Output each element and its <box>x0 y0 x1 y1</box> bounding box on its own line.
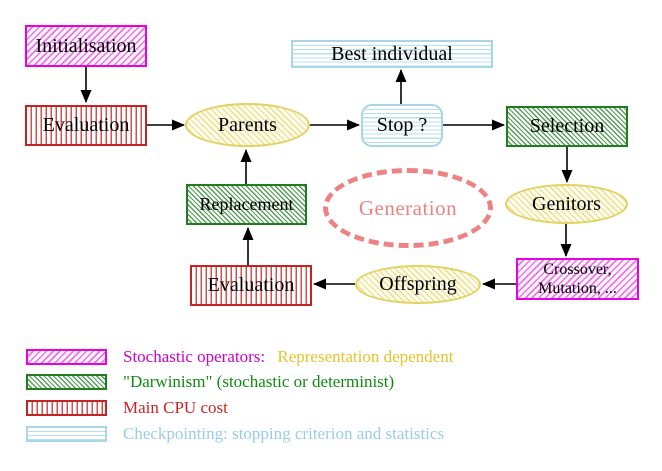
legend-swatch-cyan-horizontal <box>26 426 107 442</box>
legend-row-stochastic: Stochastic operators: Representation dep… <box>26 347 453 367</box>
node-offspring: Offspring <box>355 265 481 304</box>
node-best-individual: Best individual <box>291 40 493 68</box>
legend-swatch-magenta-diagonal <box>26 349 107 365</box>
node-genitors: Genitors <box>505 184 628 224</box>
node-evaluation-top: Evaluation <box>25 105 147 146</box>
crossover-line-2: Mutation, ... <box>538 280 617 297</box>
generation-loop-ellipse: Generation <box>323 168 493 248</box>
legend-swatch-green-diagonal <box>26 374 107 390</box>
legend-text-stochastic-operators: Stochastic operators: <box>123 347 266 366</box>
node-initialisation: Initialisation <box>25 25 147 67</box>
node-replacement: Replacement <box>186 184 307 225</box>
legend-text-checkpointing: Checkpointing: stopping criterion and st… <box>123 424 445 443</box>
legend-row-cpu-cost: Main CPU cost <box>26 398 228 418</box>
legend-text-main-cpu-cost: Main CPU cost <box>123 398 228 417</box>
node-selection: Selection <box>506 106 628 147</box>
legend-text-representation-dependent: Representation dependent <box>277 347 454 366</box>
node-crossover-mutation: Crossover, Mutation, ... <box>516 258 639 300</box>
crossover-line-1: Crossover, <box>543 261 612 278</box>
legend-label: Stochastic operators: Representation dep… <box>123 347 453 367</box>
node-evaluation-bottom: Evaluation <box>190 265 312 306</box>
legend-row-checkpointing: Checkpointing: stopping criterion and st… <box>26 424 444 444</box>
node-parents: Parents <box>185 103 310 147</box>
legend-swatch-red-vertical <box>26 400 107 416</box>
node-stop: Stop ? <box>361 104 443 147</box>
legend-row-darwinism: "Darwinism" (stochastic or determinist) <box>26 372 394 392</box>
legend-text-darwinism: "Darwinism" (stochastic or determinist) <box>123 372 395 391</box>
